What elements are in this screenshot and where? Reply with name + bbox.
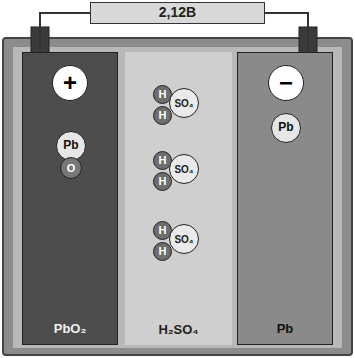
hydrogen-atom: H bbox=[153, 106, 172, 125]
node-label: H bbox=[159, 175, 167, 187]
node-label: H₂SO₄ bbox=[158, 323, 198, 337]
hydrogen-atom: H bbox=[153, 172, 172, 191]
node-label: H bbox=[159, 88, 167, 100]
node-label: SO₄ bbox=[174, 234, 193, 245]
voltmeter-box: 2,12В bbox=[90, 2, 265, 24]
node-label: H bbox=[159, 224, 167, 236]
plus-sign: + bbox=[52, 65, 88, 101]
node-label: H bbox=[159, 154, 167, 166]
node-label: − bbox=[279, 70, 293, 96]
wire bbox=[265, 13, 308, 52]
electrolyte: HSO₄HHSO₄HHSO₄HH₂SO₄ bbox=[125, 52, 232, 345]
sulfate-group: SO₄ bbox=[169, 88, 199, 118]
node-label: + bbox=[63, 70, 77, 96]
minus-sign: − bbox=[268, 65, 304, 101]
node-label: SO₄ bbox=[174, 98, 193, 109]
negative-electrode: −PbPb bbox=[237, 52, 333, 345]
node-label: PbO₂ bbox=[54, 322, 87, 336]
wire bbox=[40, 13, 90, 52]
node-label: O bbox=[67, 162, 76, 174]
sulfate-group: SO₄ bbox=[169, 224, 199, 254]
node-label: H bbox=[159, 245, 167, 257]
oxygen-atom: O bbox=[60, 157, 82, 179]
node-label: SO₄ bbox=[174, 164, 193, 175]
case-interior bbox=[13, 47, 342, 348]
node-label: Pb bbox=[278, 121, 293, 134]
node-label: 2,12В bbox=[159, 5, 196, 20]
node-label: Pb bbox=[63, 139, 78, 152]
node-label: H bbox=[159, 109, 167, 121]
lead-atom: Pb bbox=[271, 113, 301, 143]
node-label: Pb bbox=[277, 322, 294, 336]
hydrogen-atom: H bbox=[153, 242, 172, 261]
positive-electrode: + PbO PbO₂ bbox=[22, 52, 118, 345]
sulfate-group: SO₄ bbox=[169, 154, 199, 184]
battery-case bbox=[3, 38, 352, 355]
